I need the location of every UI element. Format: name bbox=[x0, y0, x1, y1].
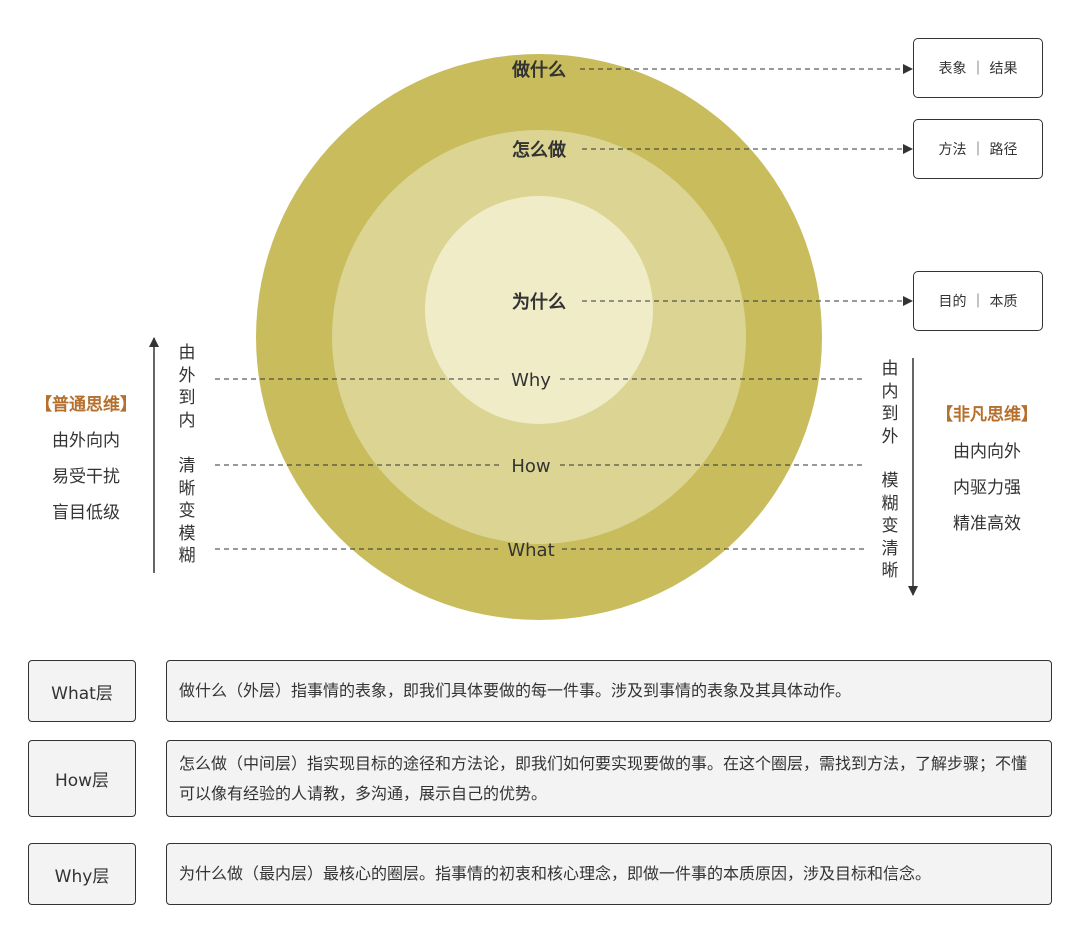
inner-ring bbox=[425, 196, 653, 424]
right-arrow-text-1: 由 内 到 外 bbox=[881, 359, 899, 447]
extraordinary-thinking-line-2: 内驱力强 bbox=[953, 478, 1021, 498]
result-box-middle: 方法 ｜ 路径 bbox=[913, 119, 1043, 179]
what-label: What bbox=[507, 540, 554, 561]
extraordinary-thinking-line-3: 精准高效 bbox=[953, 514, 1021, 534]
left-arrow-text-2: 清 晰 变 模 糊 bbox=[178, 456, 196, 566]
outer-ring-label: 做什么 bbox=[511, 59, 566, 81]
how-layer-label: How层 bbox=[28, 740, 136, 817]
why-layer-description: 为什么做（最内层）最核心的圈层。指事情的初衷和核心理念，即做一件事的本质原因，涉… bbox=[166, 843, 1052, 905]
ordinary-thinking-line-2: 易受干扰 bbox=[52, 467, 120, 487]
middle-ring-label: 怎么做 bbox=[512, 139, 567, 161]
why-layer-label: Why层 bbox=[28, 843, 136, 905]
left-arrow-text-1: 由 外 到 内 bbox=[178, 343, 196, 431]
ordinary-thinking-line-3: 盲目低级 bbox=[52, 503, 120, 523]
how-label: How bbox=[511, 456, 550, 477]
inner-ring-label: 为什么 bbox=[512, 291, 566, 313]
right-arrow-text-2: 模 糊 变 清 晰 bbox=[881, 471, 899, 581]
extraordinary-thinking-line-1: 由内向外 bbox=[953, 442, 1021, 462]
extraordinary-thinking-title: 【非凡思维】 bbox=[936, 405, 1038, 425]
why-label: Why bbox=[511, 370, 551, 391]
what-layer-description: 做什么（外层）指事情的表象，即我们具体要做的每一件事。涉及到事情的表象及其具体动… bbox=[166, 660, 1052, 722]
what-layer-label: What层 bbox=[28, 660, 136, 722]
ordinary-thinking-title: 【普通思维】 bbox=[35, 395, 137, 415]
result-box-inner: 目的 ｜ 本质 bbox=[913, 271, 1043, 331]
result-box-outer: 表象 ｜ 结果 bbox=[913, 38, 1043, 98]
ordinary-thinking-line-1: 由外向内 bbox=[52, 431, 120, 451]
how-layer-description: 怎么做（中间层）指实现目标的途径和方法论，即我们如何要实现要做的事。在这个圈层，… bbox=[166, 740, 1052, 817]
